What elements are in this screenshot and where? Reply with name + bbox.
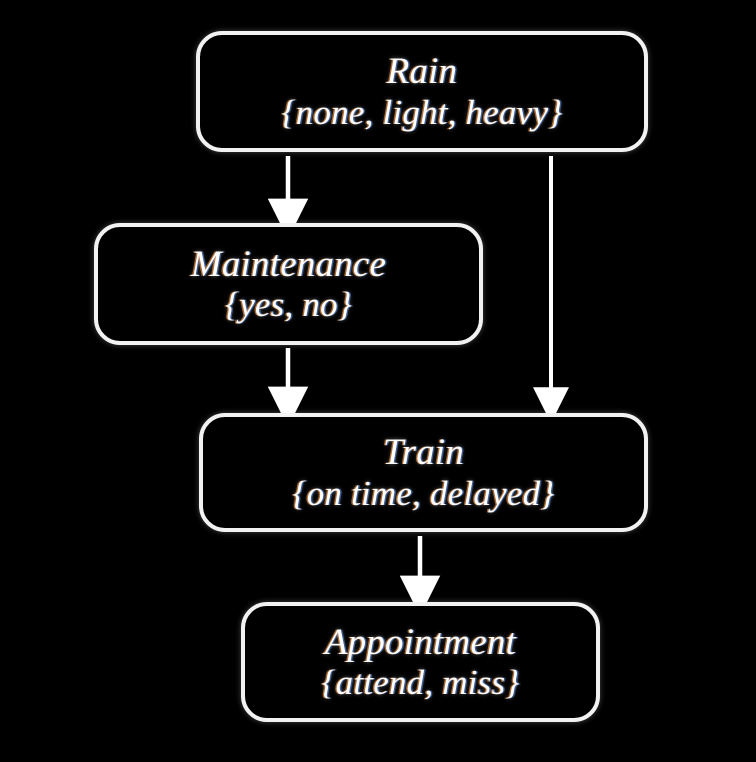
- node-rain-title: Rain: [386, 51, 458, 93]
- node-maintenance-states: {yes, no}: [225, 285, 352, 325]
- node-train[interactable]: Train {on time, delayed}: [199, 413, 648, 532]
- node-appointment-states: {attend, miss}: [321, 663, 520, 703]
- node-maintenance[interactable]: Maintenance {yes, no}: [94, 223, 483, 345]
- node-train-title: Train: [382, 432, 465, 474]
- node-rain-states: {none, light, heavy}: [281, 92, 563, 132]
- node-appointment[interactable]: Appointment {attend, miss}: [241, 602, 600, 722]
- node-maintenance-title: Maintenance: [190, 243, 387, 285]
- node-rain[interactable]: Rain {none, light, heavy}: [196, 31, 648, 152]
- node-appointment-title: Appointment: [324, 621, 517, 663]
- node-train-states: {on time, delayed}: [292, 473, 555, 513]
